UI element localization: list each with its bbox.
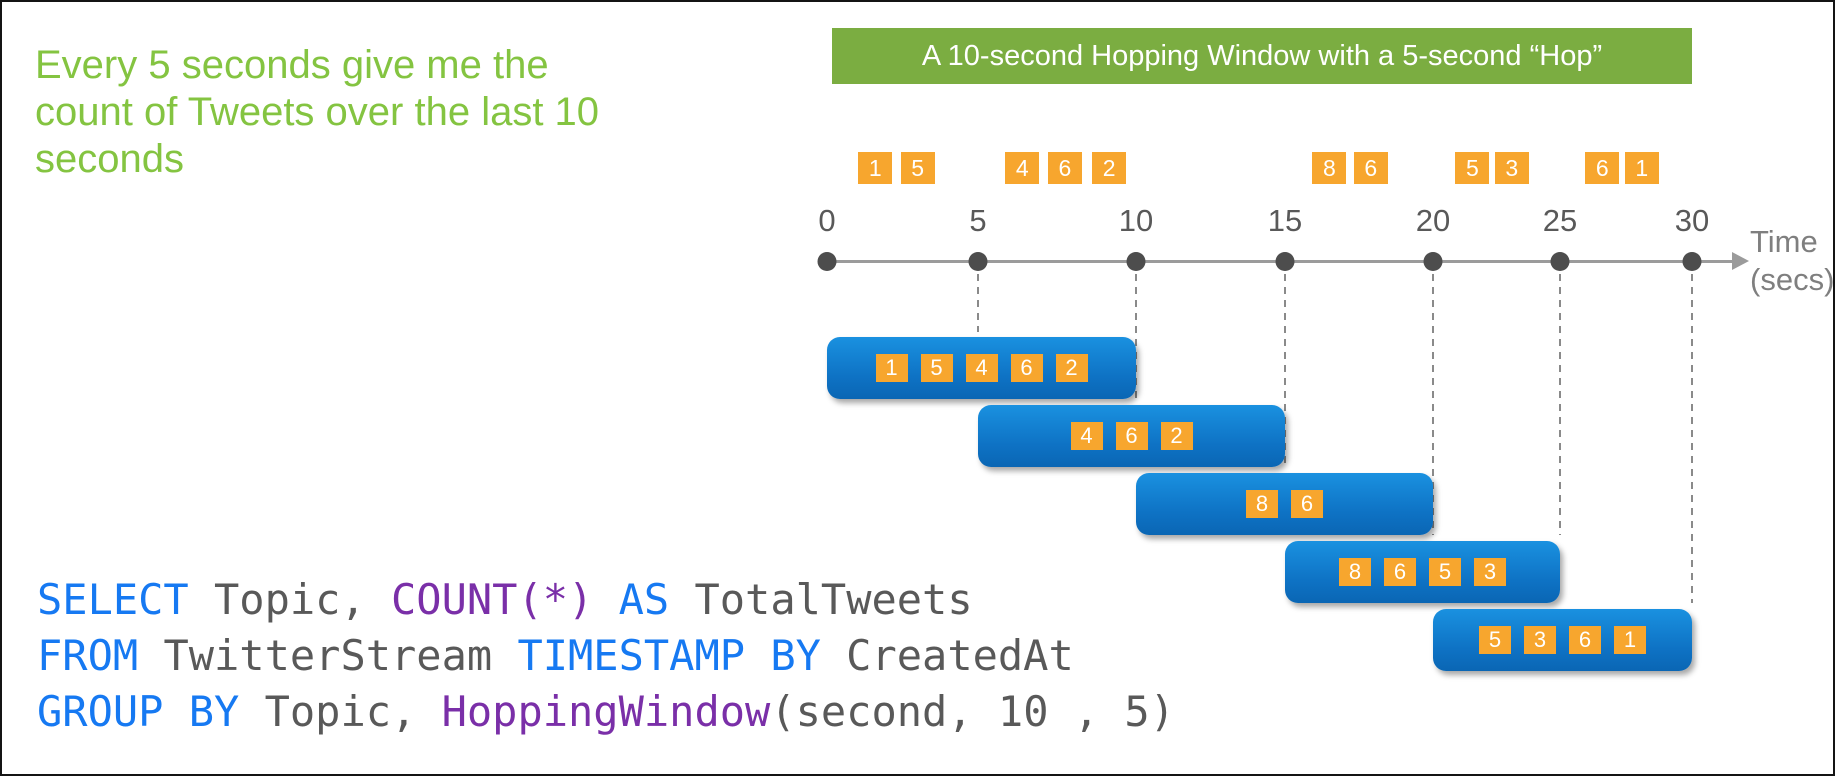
tick-dot [1550,252,1570,271]
sql-token-id: TotalTweets [669,575,973,624]
event-chip: 2 [1092,152,1127,184]
sql-token-kw: FROM [37,631,139,680]
heading-line: Every 5 seconds give me the [35,43,549,87]
window-event-chip: 5 [920,354,953,382]
tick-label: 25 [1542,203,1578,238]
tick-label: 15 [1267,203,1303,238]
window-event-chip: 8 [1246,490,1278,518]
event-chip: 1 [1624,152,1659,184]
tick-label: 30 [1674,203,1710,238]
window-event-chip: 2 [1160,422,1193,450]
sql-token-kw: GROUP BY [37,687,240,736]
tick-label: 10 [1118,203,1154,238]
tick-dash-line [1432,274,1434,535]
heading-line: count of Tweets over the last 10 [35,90,600,134]
sql-token-kw: AS [618,575,670,624]
tick-label: 0 [818,203,836,238]
heading-text: Every 5 seconds give me the count of Twe… [35,42,599,183]
window-event-chip: 6 [1010,354,1043,382]
window-event-chip: 6 [1384,558,1416,586]
sql-token-id [593,575,618,624]
sql-token-id: Topic, [239,687,442,736]
tick-dot [1126,252,1146,271]
event-chip: 1 [858,152,893,184]
sql-token-kw: TIMESTAMP BY [517,631,821,680]
window-event-chip: 4 [1070,422,1103,450]
tick-dash-line [1691,274,1693,603]
event-chip: 4 [1005,152,1040,184]
tick-label: 5 [969,203,987,238]
tick-dot [1275,252,1295,271]
window-event-chip: 6 [1115,422,1148,450]
window-event-chip: 3 [1474,558,1506,586]
sql-token-id: TwitterStream [138,631,518,680]
event-chip: 5 [1455,152,1490,184]
event-chip: 5 [900,152,935,184]
heading-line: seconds [35,137,184,181]
window-event-chip: 4 [965,354,998,382]
axis-title-line: Time [1750,224,1818,259]
event-chip: 8 [1312,152,1347,184]
axis-title-line: (secs) [1750,262,1835,297]
tick-dot [817,252,837,271]
title-banner-label: A 10-second Hopping Window with a 5-seco… [921,39,1603,72]
sql-token-id: (second, 10 , 5) [770,687,1175,736]
tick-dot [1423,252,1443,271]
sql-line: FROM TwitterStream TIMESTAMP BY CreatedA… [37,628,1175,684]
event-chip: 6 [1047,152,1082,184]
window-event-chip: 8 [1339,558,1371,586]
window-event-chip: 1 [875,354,908,382]
tick-dash-line [1284,274,1286,468]
sql-line: SELECT Topic, COUNT(*) AS TotalTweets [37,572,1175,628]
title-banner: A 10-second Hopping Window with a 5-seco… [832,28,1692,84]
window-event-chip: 2 [1055,354,1088,382]
tick-dash-line [977,274,979,332]
sql-token-fn: COUNT(*) [391,575,594,624]
sql-token-fn: HoppingWindow [441,687,771,736]
tick-dash-line [1559,274,1561,535]
window-event-chip: 5 [1429,558,1461,586]
window-event-chip: 5 [1479,626,1511,654]
tick-dot [1682,252,1702,271]
event-chip: 3 [1494,152,1529,184]
event-chip: 6 [1353,152,1388,184]
time-axis-arrowhead [1732,252,1749,270]
sql-token-id: CreatedAt [820,631,1074,680]
sql-line: GROUP BY Topic, HoppingWindow(second, 10… [37,684,1175,740]
window-event-chip: 6 [1291,490,1323,518]
sql-token-id: Topic, [188,575,392,624]
tick-dot [968,252,988,271]
window-event-chip: 1 [1614,626,1646,654]
window-event-chip: 3 [1524,626,1556,654]
event-chip: 6 [1585,152,1620,184]
sql-token-kw: SELECT [37,575,189,624]
axis-title: Time (secs) [1750,223,1835,299]
window-event-chip: 6 [1569,626,1601,654]
tick-label: 20 [1415,203,1451,238]
tick-dash-line [1135,274,1137,400]
